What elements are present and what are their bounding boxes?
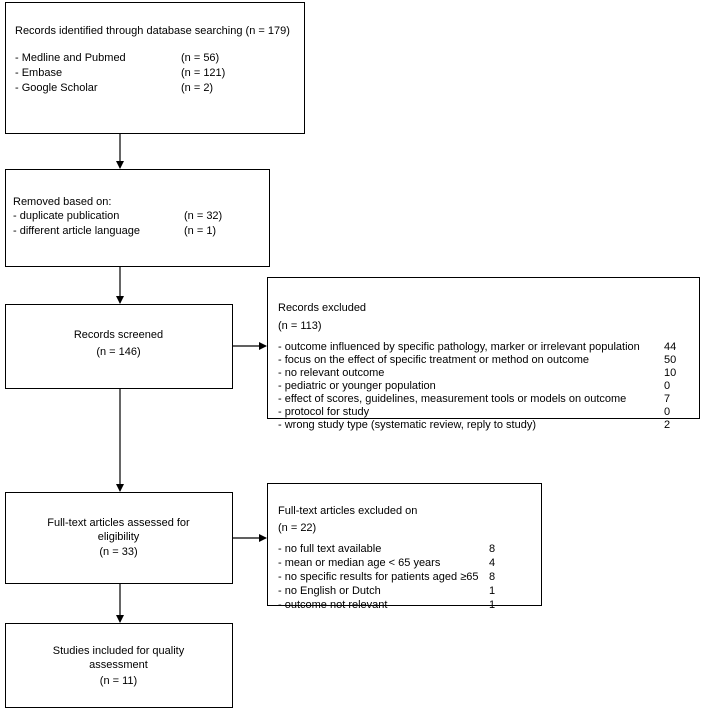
ft-excluded-item-value: 1: [489, 585, 496, 597]
excluded-item-label: - outcome influenced by specific patholo…: [278, 341, 640, 353]
included-line2: assessment: [89, 659, 148, 671]
fulltext-line1: Full-text articles assessed for: [47, 517, 190, 529]
excluded-item-value: 2: [664, 419, 671, 431]
identified-box: Records identified through database sear…: [5, 2, 305, 134]
ft-excluded-item-label: - mean or median age < 65 years: [278, 557, 441, 569]
identified-item-label: - Medline and Pubmed: [15, 52, 126, 64]
ft-excluded-count: (n = 22): [278, 522, 317, 534]
ft-excluded-item-label: - no English or Dutch: [278, 585, 381, 597]
ft-excluded-title: Full-text articles excluded on: [278, 505, 418, 517]
excluded-item-value: 0: [664, 380, 671, 392]
excluded-item-value: 0: [664, 406, 671, 418]
removed-item-label: - different article language: [13, 225, 140, 237]
ft-excluded-item-label: - outcome not relevant: [278, 599, 388, 611]
fulltext-line2: eligibility: [97, 531, 140, 543]
ft-excluded-item-value: 8: [489, 571, 496, 583]
excluded-item-label: - no relevant outcome: [278, 367, 385, 379]
excluded-item-value: 10: [664, 367, 677, 379]
ft-excluded-item-value: 1: [489, 599, 496, 611]
screened-box: Records screened (n = 146): [5, 304, 233, 389]
ft-excluded-item-label: - no full text available: [278, 543, 382, 555]
included-box: Studies included for quality assessment …: [5, 623, 233, 708]
identified-item-label: - Google Scholar: [15, 82, 98, 94]
included-count: (n = 11): [99, 675, 138, 687]
included-line1: Studies included for quality: [52, 645, 185, 657]
fulltext-box: Full-text articles assessed for eligibil…: [5, 492, 233, 584]
screened-count: (n = 146): [96, 346, 141, 358]
identified-item-label: - Embase: [15, 67, 63, 79]
identified-item-count: (n = 56): [181, 52, 220, 64]
removed-box: Removed based on: - duplicate publicatio…: [5, 169, 270, 267]
excluded-box: Records excluded (n = 113) - outcome inf…: [267, 277, 700, 431]
excluded-item-value: 7: [664, 393, 671, 405]
removed-item-count: (n = 1): [184, 225, 217, 237]
excluded-item-label: - focus on the effect of specific treatm…: [278, 354, 590, 366]
excluded-count: (n = 113): [278, 320, 322, 332]
screened-title: Records screened: [73, 329, 164, 341]
identified-item-count: (n = 121): [181, 67, 226, 79]
ft-excluded-item-value: 4: [489, 557, 496, 569]
fulltext-count: (n = 33): [99, 546, 138, 558]
identified-item-count: (n = 2): [181, 82, 214, 94]
excluded-item-label: - pediatric or younger population: [278, 380, 436, 392]
excluded-item-value: 44: [664, 341, 677, 353]
ft-excluded-item-value: 8: [489, 543, 496, 555]
removed-title: Removed based on:: [13, 196, 112, 208]
excluded-title: Records excluded: [278, 302, 367, 314]
ft-excluded-item-label: - no specific results for patients aged …: [278, 571, 479, 583]
identified-title: Records identified through database sear…: [15, 25, 290, 37]
excluded-item-label: - wrong study type (systematic review, r…: [278, 419, 536, 431]
excluded-item-label: - protocol for study: [278, 406, 370, 418]
excluded-item-label: - effect of scores, guidelines, measurem…: [278, 393, 627, 405]
excluded-item-value: 50: [664, 354, 677, 366]
removed-item-label: - duplicate publication: [13, 210, 120, 222]
removed-item-count: (n = 32): [184, 210, 223, 222]
ft-excluded-box: Full-text articles excluded on (n = 22) …: [267, 483, 542, 611]
